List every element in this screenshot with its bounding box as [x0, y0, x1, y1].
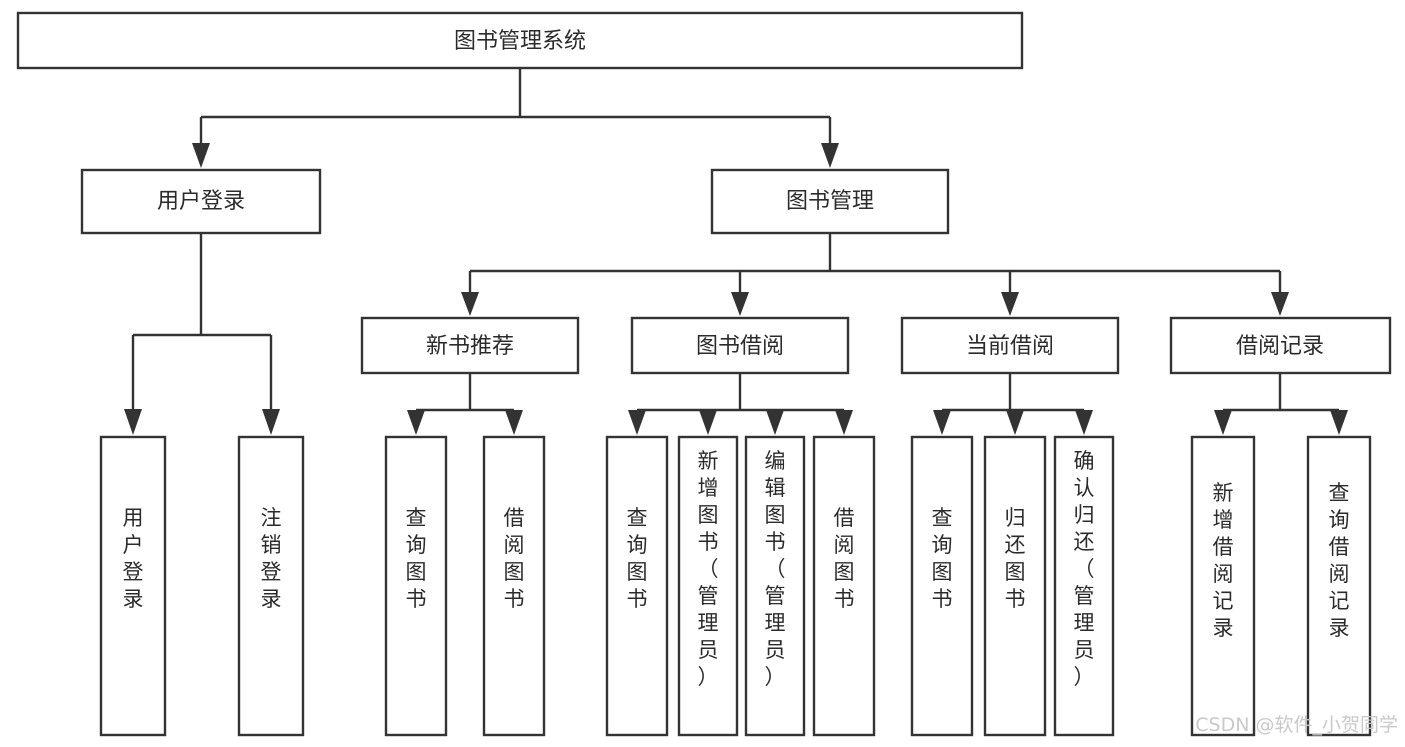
node-leaf-logout-login-box[interactable] [237, 435, 305, 737]
node-leaf-query-book-3[interactable]: 查询图书 [910, 435, 974, 737]
arrow-head-leaf-user-login [124, 409, 142, 435]
arrow-head-leaf-logout-login [262, 409, 280, 435]
node-borrow-record[interactable]: 借阅记录 [1169, 316, 1392, 375]
node-book-manage-box[interactable] [710, 168, 950, 235]
node-leaf-confirm-return-box[interactable] [1053, 435, 1115, 737]
node-leaf-query-book-3-box[interactable] [910, 435, 974, 737]
node-book-borrow-label: 图书借阅 [696, 334, 784, 359]
arrow-head-leaf-query-borrow-record [1330, 410, 1348, 435]
node-root-label: 图书管理系统 [454, 29, 586, 54]
node-leaf-add-book[interactable]: 新增图书（管理员） [677, 435, 739, 737]
node-leaf-borrow-book-2-label: 借阅图书 [834, 506, 855, 611]
node-borrow-record-label: 借阅记录 [1236, 334, 1324, 359]
arrow-head-leaf-query-book-1 [407, 410, 425, 435]
node-leaf-add-book-label: 新增图书（管理员） [698, 449, 719, 689]
node-root-box[interactable] [16, 11, 1024, 70]
node-leaf-borrow-book-1-box[interactable] [482, 435, 546, 737]
node-leaf-confirm-return[interactable]: 确认归还（管理员） [1053, 435, 1115, 737]
node-leaf-query-book-2-label: 查询图书 [627, 506, 648, 611]
node-leaf-confirm-return-label: 确认归还（管理员） [1074, 449, 1095, 689]
arrow-head-leaf-return-book [1006, 410, 1024, 435]
node-leaf-borrow-book-2[interactable]: 借阅图书 [812, 435, 876, 737]
node-leaf-query-borrow-record-label: 查询借阅记录 [1329, 481, 1350, 640]
node-leaf-return-book-label: 归还图书 [1005, 506, 1026, 611]
arrow-head-new-book-recommend [461, 292, 479, 316]
arrow-head-book-manage [821, 143, 839, 168]
node-book-borrow-box[interactable] [630, 316, 850, 375]
node-user-login-label: 用户登录 [157, 189, 245, 214]
node-current-borrow-box[interactable] [900, 316, 1120, 375]
arrow-head-book-borrow [731, 292, 749, 316]
node-book-manage-label: 图书管理 [786, 189, 874, 214]
node-leaf-query-book-1-label: 查询图书 [406, 506, 427, 611]
arrow-head-leaf-add-book [699, 410, 717, 435]
arrow-head-user-login [192, 143, 210, 168]
node-leaf-logout-login-label: 注销登录 [261, 506, 282, 611]
arrow-head-leaf-borrow-book-2 [835, 410, 853, 435]
arrow-head-borrow-record [1271, 292, 1289, 316]
node-leaf-borrow-book-1-label: 借阅图书 [504, 506, 525, 611]
node-root[interactable]: 图书管理系统 [16, 11, 1024, 70]
node-leaf-return-book-box[interactable] [983, 435, 1047, 737]
node-leaf-user-login-label: 用户登录 [123, 506, 144, 611]
arrow-head-leaf-confirm-return [1075, 410, 1093, 435]
node-leaf-borrow-book-1[interactable]: 借阅图书 [482, 435, 546, 737]
node-leaf-user-login-box[interactable] [99, 435, 167, 737]
node-leaf-return-book[interactable]: 归还图书 [983, 435, 1047, 737]
arrow-head-leaf-query-book-2 [628, 410, 646, 435]
arrow-head-leaf-edit-book [766, 410, 784, 435]
node-leaf-user-login[interactable]: 用户登录 [99, 435, 167, 737]
node-borrow-record-box[interactable] [1169, 316, 1392, 375]
node-leaf-borrow-book-2-box[interactable] [812, 435, 876, 737]
node-user-login-box[interactable] [80, 168, 322, 235]
connector-layer [124, 68, 1348, 435]
node-new-book-recommend-box[interactable] [360, 316, 580, 375]
node-leaf-query-book-2-box[interactable] [605, 435, 669, 737]
node-current-borrow[interactable]: 当前借阅 [900, 316, 1120, 375]
arrow-head-leaf-query-book-3 [933, 410, 951, 435]
node-leaf-add-book-box[interactable] [677, 435, 739, 737]
node-leaf-query-book-2[interactable]: 查询图书 [605, 435, 669, 737]
node-leaf-query-borrow-record[interactable]: 查询借阅记录 [1306, 435, 1372, 737]
csdn-watermark: CSDN @软件_小贺同学 [1195, 714, 1398, 736]
node-book-borrow[interactable]: 图书借阅 [630, 316, 850, 375]
node-leaf-edit-book-box[interactable] [744, 435, 806, 737]
leaf-layer: 用户登录 注销登录 查询图书 借阅图书 查询图书 新增图书（管理员） 编辑图书（… [99, 435, 1372, 737]
node-current-borrow-label: 当前借阅 [966, 334, 1054, 359]
node-new-book-recommend[interactable]: 新书推荐 [360, 316, 580, 375]
node-leaf-add-borrow-record[interactable]: 新增借阅记录 [1190, 435, 1256, 737]
node-leaf-query-book-1[interactable]: 查询图书 [384, 435, 448, 737]
node-user-login[interactable]: 用户登录 [80, 168, 322, 235]
arrow-head-leaf-borrow-book-1 [505, 410, 523, 435]
node-leaf-edit-book[interactable]: 编辑图书（管理员） [744, 435, 806, 737]
node-leaf-query-book-3-label: 查询图书 [932, 506, 953, 611]
arrow-head-current-borrow [1001, 292, 1019, 316]
node-leaf-query-book-1-box[interactable] [384, 435, 448, 737]
node-new-book-recommend-label: 新书推荐 [426, 334, 514, 359]
node-book-manage[interactable]: 图书管理 [710, 168, 950, 235]
arrow-head-leaf-add-borrow-record [1214, 410, 1232, 435]
node-leaf-edit-book-label: 编辑图书（管理员） [765, 449, 786, 689]
node-leaf-logout-login[interactable]: 注销登录 [237, 435, 305, 737]
node-leaf-add-borrow-record-box[interactable] [1190, 435, 1256, 737]
node-leaf-query-borrow-record-box[interactable] [1306, 435, 1372, 737]
node-leaf-add-borrow-record-label: 新增借阅记录 [1213, 481, 1234, 640]
